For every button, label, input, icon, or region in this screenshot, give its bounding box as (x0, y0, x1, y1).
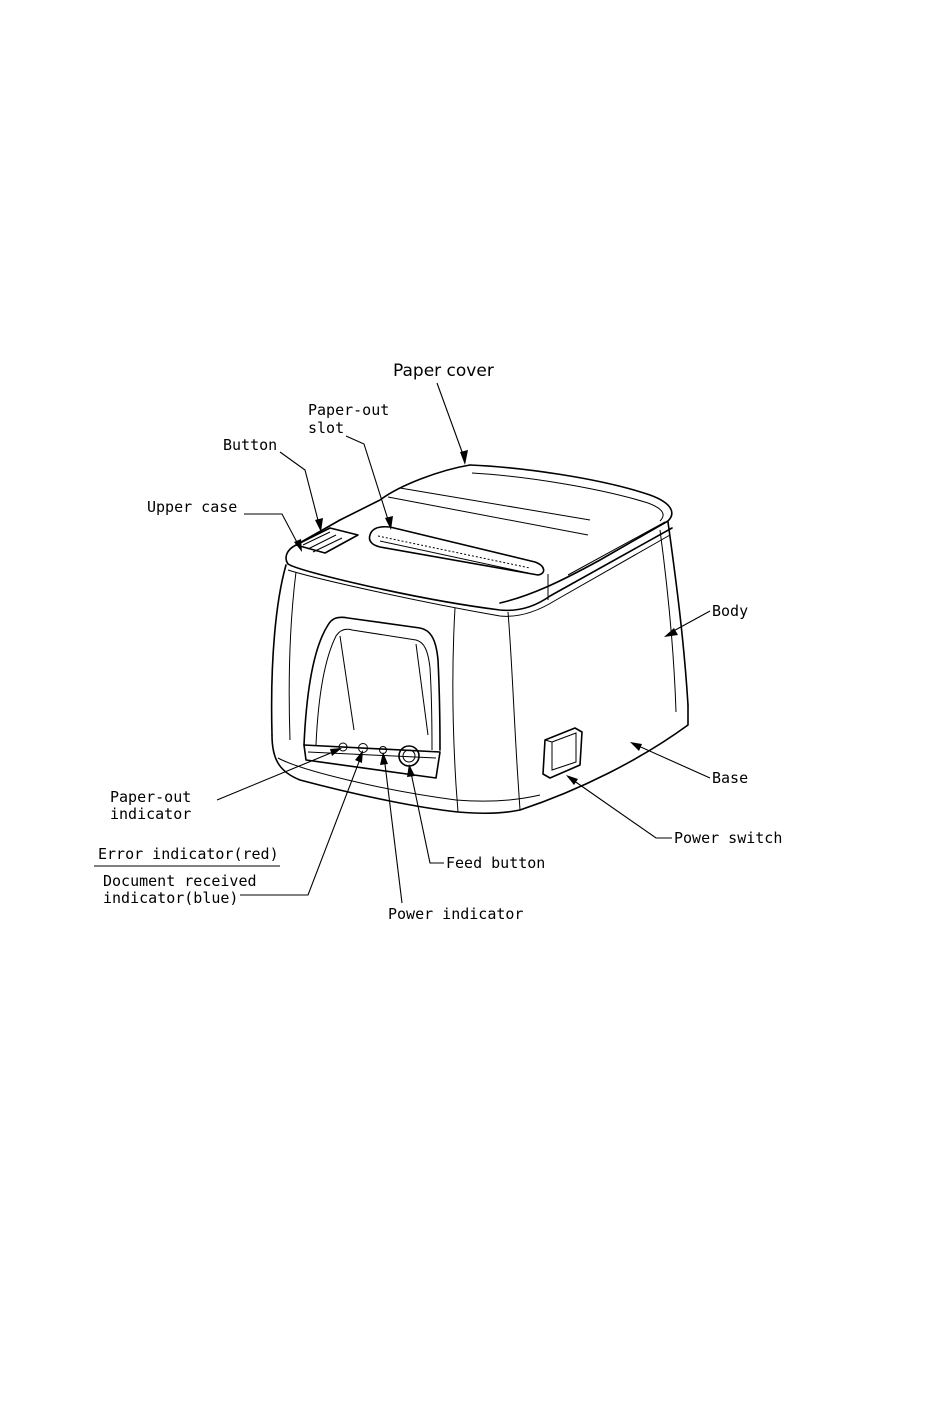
label-paper-cover: Paper cover (393, 361, 494, 381)
body (272, 522, 688, 785)
label-paper-out-indicator-line2: indicator (110, 805, 191, 823)
feed-button-inner (403, 750, 415, 762)
leader-lines (94, 383, 710, 903)
power-switch (543, 728, 582, 778)
label-paper-out-slot-line1: Paper-out (308, 401, 389, 419)
label-paper-out-indicator-line1: Paper-out (110, 788, 191, 806)
label-feed-button: Feed button (446, 854, 545, 872)
paper-out-slot (369, 527, 543, 575)
label-upper-case: Upper case (147, 498, 237, 516)
label-button: Button (223, 436, 277, 454)
label-power-indicator: Power indicator (388, 905, 523, 923)
label-paper-out-slot-line2: slot (308, 419, 344, 437)
label-document-received-line2: indicator(blue) (103, 889, 238, 907)
paper-cover (340, 465, 672, 603)
label-power-switch: Power switch (674, 829, 782, 847)
label-error-indicator: Error indicator(red) (98, 845, 279, 863)
upper-case (286, 520, 672, 616)
printer-illustration (272, 465, 688, 813)
labels: Paper cover Paper-out slot Button Upper … (98, 361, 782, 923)
label-document-received-line1: Document received (103, 872, 257, 890)
label-body: Body (712, 602, 748, 620)
base (272, 705, 688, 813)
indicator-panel (304, 745, 440, 778)
label-base: Base (712, 769, 748, 787)
